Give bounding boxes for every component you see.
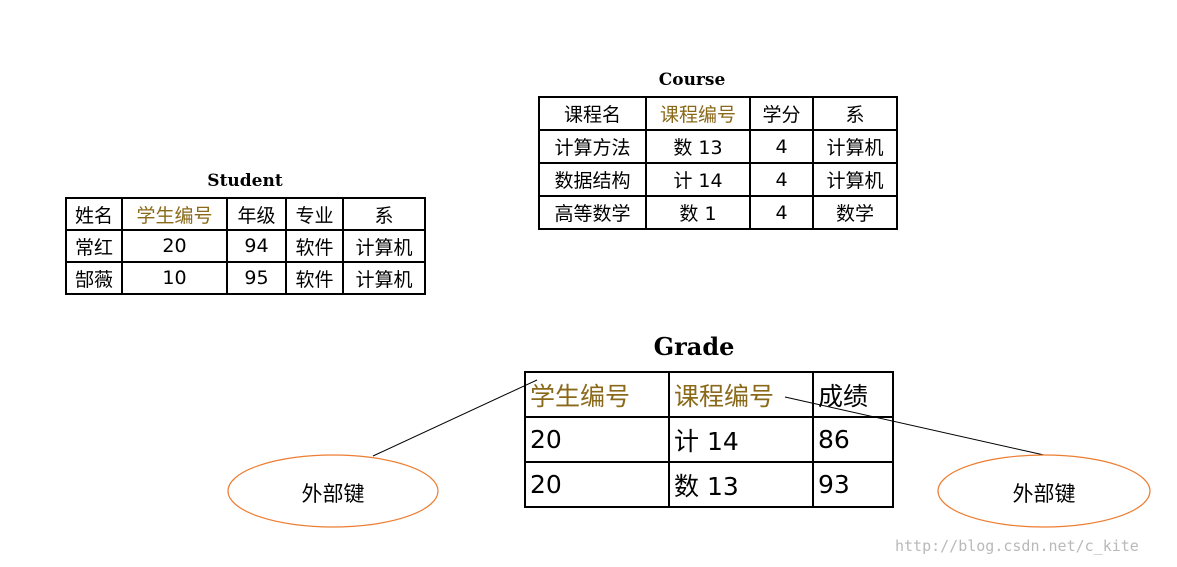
table-cell: 数 13 [668, 461, 814, 508]
foreign-key-label-right: 外部键 [1012, 482, 1076, 506]
table-cell: 计算方法 [538, 129, 647, 164]
table-cell: 10 [121, 261, 228, 295]
table-header-row: 学生编号 课程编号 成绩 [524, 371, 894, 418]
table-row: 20 数 13 93 [524, 461, 894, 508]
table-row: 郜薇 10 95 软件 计算机 [65, 261, 426, 295]
highlighted-key: 学生编号 [527, 374, 639, 415]
table-cell: 4 [749, 129, 814, 164]
table-header-row: 课程名 课程编号 学分 系 [538, 96, 898, 131]
header-cell-highlighted: 课程编号 [645, 96, 751, 131]
table-row: 数据结构 计 14 4 计算机 [538, 162, 898, 197]
table-cell: 数学 [812, 195, 898, 230]
table-cell: 计 14 [668, 416, 814, 463]
table-row: 计算方法 数 13 4 计算机 [538, 129, 898, 164]
table-cell: 数 13 [645, 129, 751, 164]
table-cell: 93 [812, 461, 894, 508]
table-row: 20 计 14 86 [524, 416, 894, 463]
table-cell: 计算机 [342, 229, 426, 263]
table-row: 常红 20 94 软件 计算机 [65, 229, 426, 263]
connector-line-left [372, 379, 538, 457]
student-table: 姓名 学生编号 年级 专业 系 常红 20 94 软件 计算机 郜薇 10 95… [65, 197, 426, 295]
table-cell: 86 [812, 416, 894, 463]
table-cell: 4 [749, 195, 814, 230]
foreign-key-ellipse-left [227, 454, 439, 528]
table-cell: 软件 [285, 261, 344, 295]
table-cell: 94 [226, 229, 287, 263]
grade-table: 学生编号 课程编号 成绩 20 计 14 86 20 数 13 93 [524, 371, 894, 508]
table-cell: 数据结构 [538, 162, 647, 197]
table-cell: 计算机 [812, 162, 898, 197]
table-cell: 计算机 [812, 129, 898, 164]
header-cell: 成绩 [812, 371, 894, 418]
header-cell: 年级 [226, 197, 287, 231]
table-cell: 计算机 [342, 261, 426, 295]
header-cell: 学分 [749, 96, 814, 131]
grade-table-title: Grade [653, 332, 735, 361]
header-cell: 系 [812, 96, 898, 131]
foreign-key-ellipse-right [937, 454, 1151, 528]
header-cell-highlighted: 课程编号 [668, 371, 814, 418]
foreign-key-label-left: 外部键 [301, 482, 365, 506]
table-cell: 20 [524, 461, 670, 508]
header-cell: 专业 [285, 197, 344, 231]
table-cell: 高等数学 [538, 195, 647, 230]
highlighted-key: 课程编号 [651, 99, 745, 128]
student-table-title: Student [207, 171, 283, 191]
header-cell: 系 [342, 197, 426, 231]
table-cell: 计 14 [645, 162, 751, 197]
table-cell: 4 [749, 162, 814, 197]
table-cell: 数 1 [645, 195, 751, 230]
header-cell: 姓名 [65, 197, 123, 231]
table-cell: 20 [121, 229, 228, 263]
header-cell: 课程名 [538, 96, 647, 131]
table-cell: 20 [524, 416, 670, 463]
header-cell-highlighted: 学生编号 [121, 197, 228, 231]
table-header-row: 姓名 学生编号 年级 专业 系 [65, 197, 426, 231]
course-table-title: Course [658, 70, 726, 90]
watermark: http://blog.csdn.net/c_kite [895, 537, 1139, 555]
course-table: 课程名 课程编号 学分 系 计算方法 数 13 4 计算机 数据结构 计 14 … [538, 96, 898, 230]
table-cell: 常红 [65, 229, 123, 263]
table-cell: 郜薇 [65, 261, 123, 295]
header-cell-highlighted: 学生编号 [524, 371, 670, 418]
table-cell: 95 [226, 261, 287, 295]
highlighted-key: 学生编号 [128, 200, 221, 228]
table-row: 高等数学 数 1 4 数学 [538, 195, 898, 230]
table-cell: 软件 [285, 229, 344, 263]
highlighted-key: 课程编号 [671, 374, 783, 415]
